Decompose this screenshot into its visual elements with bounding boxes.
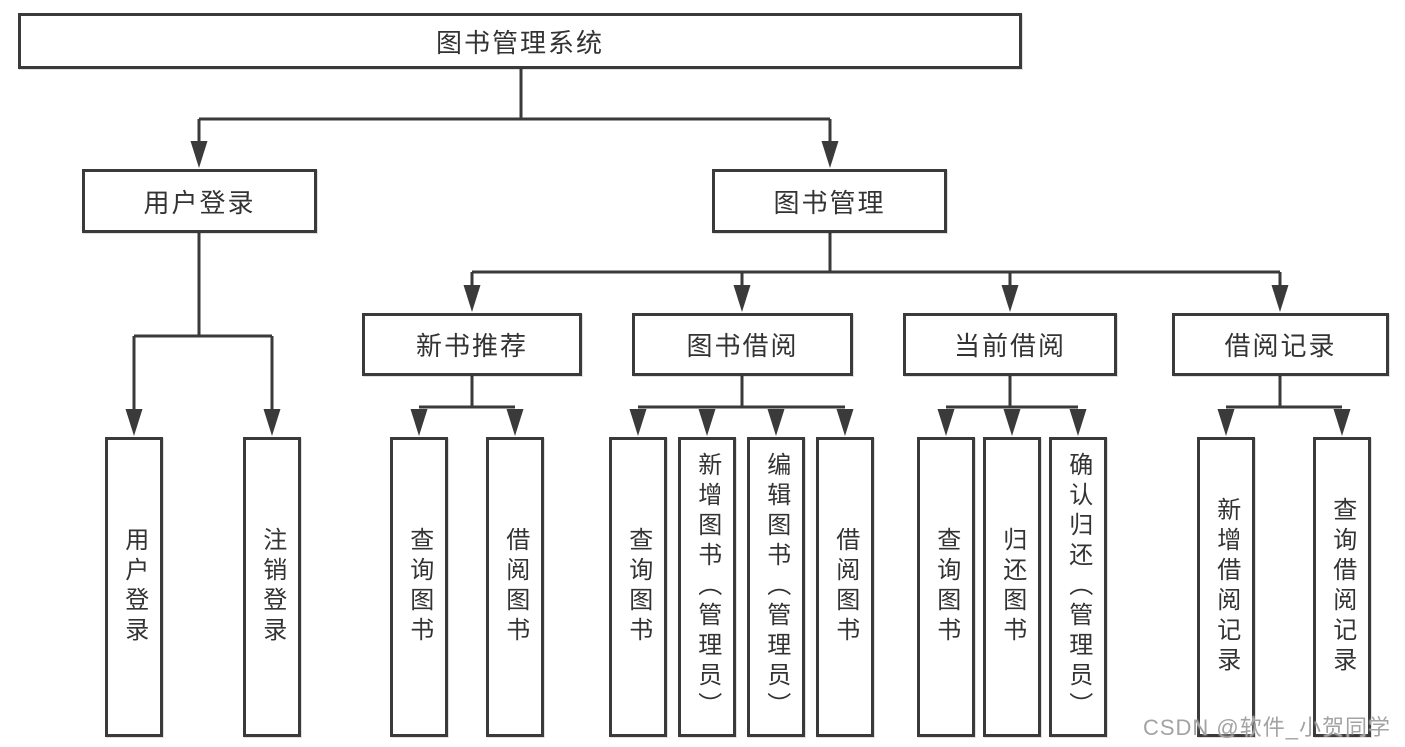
node-label: 查询借阅记录	[1328, 497, 1356, 677]
node-confirm-return-admin: 确认归还（管理员）	[1049, 437, 1107, 737]
node-label: 用户登录	[120, 527, 148, 647]
node-label: 新增借阅记录	[1212, 497, 1240, 677]
node-borrowing-records: 借阅记录	[1172, 313, 1389, 376]
node-user-login-action: 用户登录	[105, 437, 163, 737]
arrowheads	[125, 141, 1351, 436]
csdn-watermark: CSDN @软件_小贺同学	[1142, 715, 1391, 740]
node-label: 归还图书	[998, 527, 1026, 647]
node-current-borrowing: 当前借阅	[903, 313, 1117, 376]
connector-lines	[132, 69, 1342, 414]
node-new-book-recommendation: 新书推荐	[362, 313, 582, 376]
node-query-borrow-record: 查询借阅记录	[1313, 437, 1371, 737]
node-query-books-recommend: 查询图书	[390, 437, 448, 737]
node-book-management: 图书管理	[712, 169, 947, 233]
node-logout: 注销登录	[243, 437, 301, 737]
node-label: 确认归还（管理员）	[1064, 452, 1092, 722]
node-edit-books-admin: 编辑图书（管理员）	[747, 437, 805, 737]
node-label: 新增图书（管理员）	[693, 452, 721, 722]
node-add-books-admin: 新增图书（管理员）	[678, 437, 736, 737]
node-label: 编辑图书（管理员）	[762, 452, 790, 722]
node-label: 注销登录	[258, 527, 286, 647]
node-label: 借阅图书	[831, 527, 859, 647]
node-query-books-current: 查询图书	[917, 437, 975, 737]
node-borrow-books-recommend: 借阅图书	[486, 437, 544, 737]
node-borrow-books-borrowing: 借阅图书	[816, 437, 874, 737]
node-label: 查询图书	[405, 527, 433, 647]
node-add-borrow-record: 新增借阅记录	[1197, 437, 1255, 737]
node-label: 查询图书	[624, 527, 652, 647]
node-library-management-system: 图书管理系统	[18, 13, 1022, 69]
node-return-books: 归还图书	[983, 437, 1041, 737]
node-label: 借阅图书	[501, 527, 529, 647]
node-user-login: 用户登录	[82, 169, 317, 233]
node-query-books-borrowing: 查询图书	[609, 437, 667, 737]
node-book-borrowing: 图书借阅	[632, 313, 853, 376]
node-label: 查询图书	[932, 527, 960, 647]
